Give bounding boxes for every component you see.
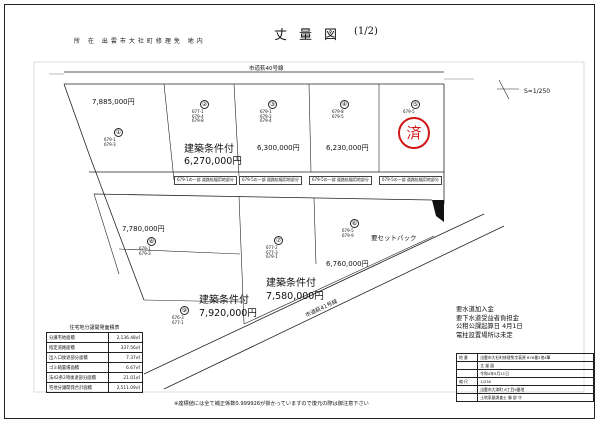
lot-line	[143, 299, 245, 303]
road-widening-tag: 679-1の一部 道路拡幅用地部分	[174, 176, 237, 185]
lot-line	[313, 197, 317, 265]
table-row: 地 番出雲市大社町修理免字萩原 676番2他4筆	[455, 353, 594, 362]
lot-9-condition: 建築条件付	[199, 295, 249, 306]
lot-3-number: ③	[268, 100, 277, 109]
internal-road-2	[93, 193, 433, 201]
lot-2-number: ②	[200, 100, 209, 109]
lot-line	[243, 235, 435, 325]
setback-label: 要セットバック	[371, 234, 417, 242]
road-widening-tag: 679-5の一部 道路拡幅用地部分	[379, 176, 442, 185]
lot-4-price: 6,230,000円	[326, 144, 369, 152]
lot-line	[93, 193, 120, 275]
diagonal-road-edge	[143, 213, 485, 375]
north-arrow	[498, 79, 510, 100]
outer-frame	[4, 4, 595, 419]
lot-line	[118, 248, 241, 255]
sold-stamp: 済	[398, 117, 430, 149]
lot-4-number: ④	[340, 100, 349, 109]
lot-5-number: ⑤	[411, 100, 420, 109]
plat-sheet: 所 在 出雲市大社町修理免 地内 丈量図 (1/2) 市道萩40号線 市道萩41…	[4, 4, 595, 419]
page-indicator: (1/2)	[354, 26, 378, 37]
note-item: 要下水道受益者負担金	[456, 314, 519, 322]
lot-9-price: 7,920,000円	[199, 308, 257, 319]
road-widening-tag: 679-5の一部 道路拡幅用地部分	[309, 176, 372, 185]
table-row: 出雲市大津町 6丁目9番地	[455, 385, 594, 394]
inner-frame	[33, 61, 585, 393]
note-item: 要水道加入金	[456, 306, 494, 313]
lot-2-price: 6,270,000円	[184, 156, 242, 167]
area-stats-caption: 住宅地分譲開発面積表	[69, 325, 120, 331]
diagonal-road-edge-2	[163, 225, 505, 390]
table-row: 丈 量 図	[455, 361, 594, 370]
left-boundary	[63, 83, 145, 301]
title-block: 地 番出雲市大社町修理免字萩原 676番2他4筆 丈 量 図 令和4年5月11日…	[455, 353, 594, 402]
table-row: 令和4年5月11日	[455, 369, 594, 378]
setback-marker	[432, 200, 444, 222]
lot-8-number: ⑧	[147, 237, 156, 246]
footer-note: ※座標値には全て補正係数0.999926が掛かっていますので復元の際は御注意下さ…	[174, 401, 369, 407]
lot-line	[238, 195, 245, 325]
lot-7-number: ⑦	[274, 236, 283, 245]
table-row: 土地家屋調査士 勝 部 守	[455, 393, 594, 402]
lot-1-number: ①	[114, 128, 123, 137]
lot-6-price: 6,760,000円	[326, 260, 369, 268]
lot-3-price: 6,300,000円	[257, 144, 300, 152]
lot-line	[233, 83, 240, 177]
lot-line	[308, 83, 312, 173]
lot-9-number: ⑨	[180, 306, 189, 315]
note-item: 電柱設置場所は未定	[456, 331, 513, 339]
lot-6-number: ⑥	[350, 219, 359, 228]
lot-8-price: 7,780,000円	[122, 225, 165, 233]
page-title: 丈量図	[274, 28, 350, 43]
lot-7-condition: 建築条件付	[266, 278, 316, 289]
lot-line	[163, 83, 175, 181]
notes-block: 要水道加入金 要下水道受益者負担金 公租公課起算日 4月1日 電柱設置場所は未定	[456, 306, 523, 340]
scale-label: S=1/250	[524, 88, 551, 95]
address-line: 所 在 出雲市大社町修理免 地内	[74, 38, 206, 45]
lot-1-price: 7,885,000円	[92, 98, 135, 106]
lot-7-price: 7,580,000円	[266, 291, 324, 302]
road-label-top: 市道萩40号線	[249, 66, 284, 72]
note-item: 公租公課起算日 4月1日	[456, 323, 523, 330]
lot-2-condition: 建築条件付	[184, 144, 234, 155]
road-widening-tag: 679-5の一部 道路拡幅用地部分	[239, 176, 302, 185]
plat-drawing	[4, 4, 595, 419]
lot-5-info: 679-5	[403, 109, 415, 114]
